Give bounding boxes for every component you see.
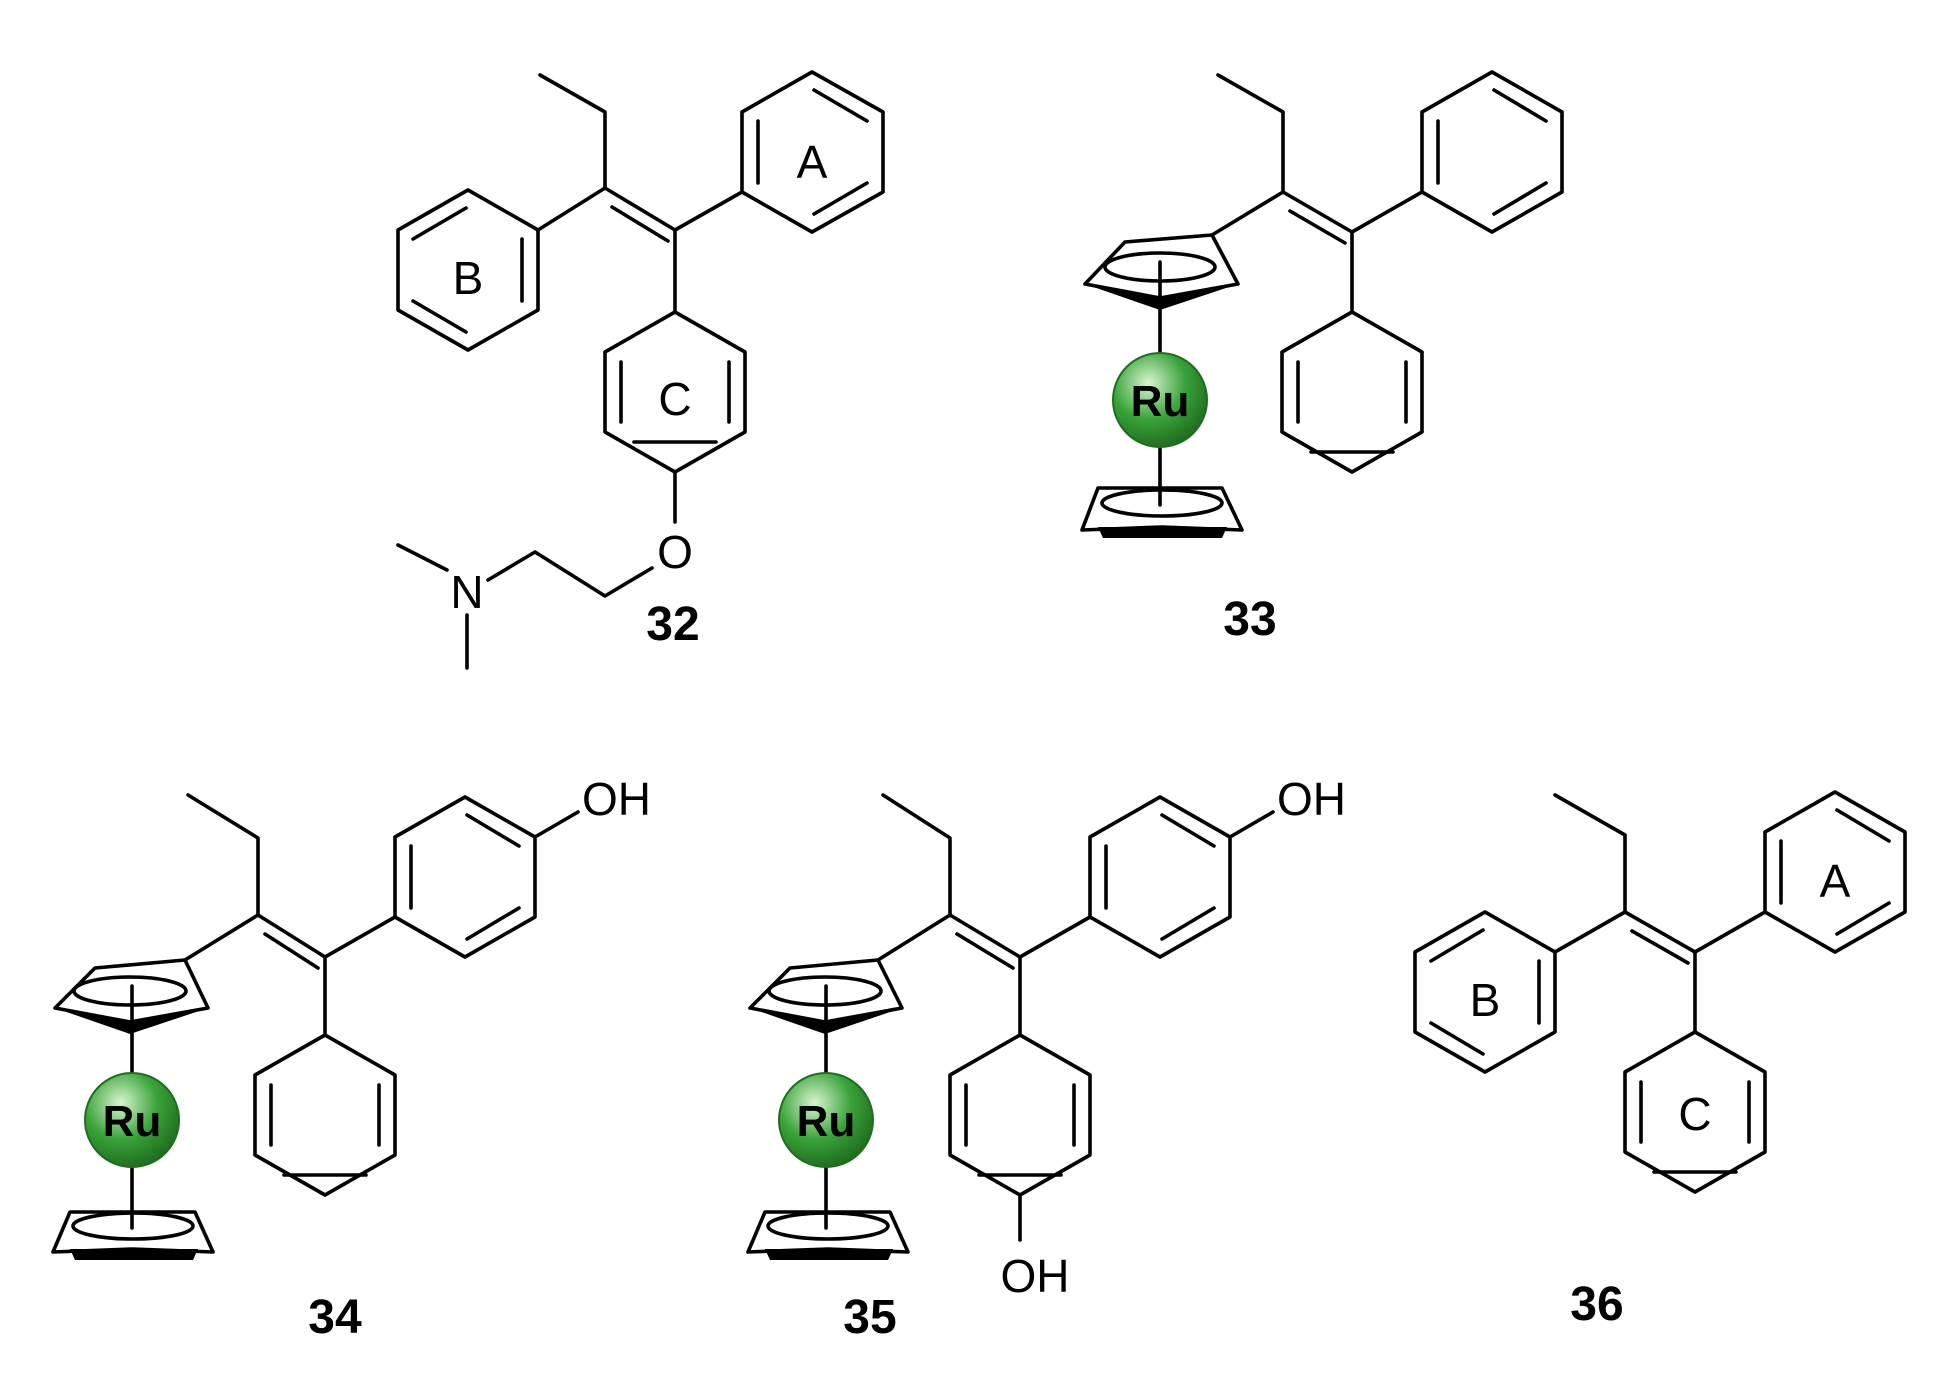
bond-to-oh-upper (1228, 810, 1275, 839)
hydroxyl-group-upper: OH (1277, 773, 1346, 825)
n-methyl-1 (396, 543, 449, 572)
compound-number-34: 34 (308, 1291, 362, 1344)
phenol-ring-upper (1088, 795, 1232, 959)
compound-34: OH Ru 34 (51, 773, 651, 1344)
alkene-double-line (1630, 929, 1690, 965)
ring-label-b: B (1470, 974, 1501, 1026)
ruthenium-atom (1112, 352, 1208, 448)
ring-label-c: C (1678, 1088, 1711, 1140)
alkene-double-line (1288, 209, 1347, 245)
atom-ruthenium: Ru (797, 1097, 856, 1146)
ethoxy-chain (486, 550, 654, 598)
compound-number-35: 35 (843, 1291, 896, 1344)
bond-to-cp (876, 913, 952, 962)
compound-35: OH OH Ru 35 (746, 773, 1346, 1344)
atom-oxygen: O (657, 526, 693, 578)
bond-to-ring-a (673, 190, 744, 232)
ruthenium-atom (84, 1072, 180, 1168)
hydroxyl-group: OH (582, 773, 651, 825)
ring-label-a: A (797, 136, 828, 188)
ring-label-b: B (453, 252, 484, 304)
atom-ruthenium: Ru (103, 1097, 162, 1146)
ethyl-chain (538, 73, 607, 190)
hydroxyl-group-lower: OH (1001, 1250, 1070, 1302)
phenol-ring-lower (948, 1033, 1092, 1197)
alkene-double-line (610, 205, 670, 243)
alkene-bond (603, 186, 677, 232)
alkene-bond (948, 913, 1022, 959)
alkene-double-line (263, 932, 320, 970)
bond-to-ring-b (536, 186, 607, 232)
compound-number-36: 36 (1570, 1278, 1623, 1331)
atom-ruthenium: Ru (1131, 377, 1190, 426)
phenyl-upper (1420, 70, 1564, 234)
compound-33: Ru 33 (1080, 70, 1564, 646)
ring-label-c: C (658, 373, 691, 425)
compound-number-32: 32 (646, 598, 699, 651)
ethyl-chain (186, 793, 260, 917)
phenyl-lower (1280, 310, 1424, 474)
bond-to-oh (533, 810, 580, 839)
alkene-double-line (955, 932, 1015, 970)
alkene-bond (1623, 910, 1697, 954)
bond-to-cp (183, 913, 260, 962)
phenol-ring (393, 795, 537, 959)
ethyl-chain (1216, 73, 1285, 194)
ethyl-chain (1553, 793, 1627, 914)
ring-c (1623, 1030, 1767, 1194)
ring-b (396, 188, 540, 352)
ring-a (740, 70, 885, 234)
bond-to-cp (1210, 190, 1285, 237)
ruthenium-atom (778, 1072, 874, 1168)
compound-32: A B C O N 32 (396, 70, 885, 670)
ring-b (1413, 910, 1557, 1074)
alkene-bond (256, 913, 327, 959)
alkene-bond (1281, 190, 1354, 234)
ethyl-chain (881, 793, 952, 917)
phenyl-lower (253, 1033, 397, 1197)
compound-36: A B C 36 (1413, 790, 1907, 1331)
atom-nitrogen: N (450, 566, 483, 618)
ring-a (1763, 790, 1907, 954)
ring-label-a: A (1820, 855, 1851, 907)
compound-number-33: 33 (1223, 593, 1276, 646)
